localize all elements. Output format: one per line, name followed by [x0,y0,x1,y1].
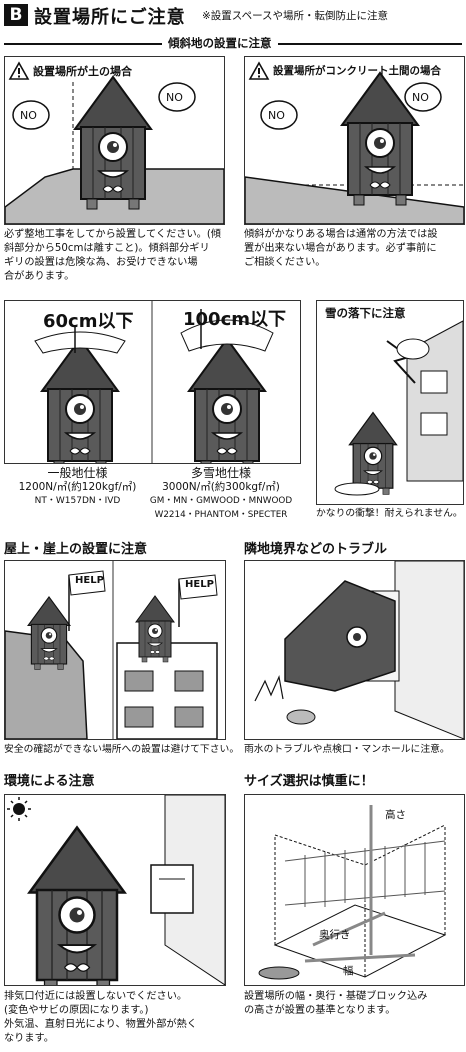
neighbor-section-title: 隣地境界などのトラブル [244,542,388,557]
slope-section-title: 傾斜地の設置に注意 [162,35,278,51]
shed-icon [188,338,266,463]
height-label: 高さ [385,809,406,821]
sun-icon [7,797,31,821]
size-section-title: サイズ選択は慎重に！ [244,774,374,789]
roof-caption: 安全の確認ができない場所への設置は避けて下さい。 [4,744,240,755]
normal-spec: 一般地仕様 1200N/㎡(約120kgf/㎡) NT・W157DN・IVD [18,466,137,506]
width-label: 幅 [343,965,354,977]
page-note: ※設置スペースや場所・転倒防止に注意 [202,10,389,22]
manhole-icon [258,966,300,980]
slope-soil-panel: 設置場所が土の場合 NO NO [4,56,225,225]
manhole-icon [286,709,316,725]
panel-title: 設置場所がコンクリート土間の場合 [273,65,441,77]
neighbor-panel [244,560,465,740]
environment-panel [4,794,226,986]
width-arrow [304,953,416,963]
roof-section-title: 屋上・崖上の設置に注意 [4,542,148,557]
environment-section-title: 環境による注意 [4,774,95,789]
shed-icon [74,76,152,210]
size-caption: 設置場所の幅・奥行・基礎ブロック込み の高さが設置の基準となります。 [244,991,428,1016]
bubble-text: NO [166,91,183,104]
depth-arrow [312,911,386,947]
exhaust-vent-icon [150,864,194,914]
shed-icon [27,596,71,671]
page-title: 設置場所にご注意 [34,7,186,28]
falling-snow-caption: かなりの衝撃！耐えられません。 [316,508,463,519]
help-flag-text: HELP [185,579,214,590]
falling-snow-panel: 雪の落下に注意 [316,300,464,505]
slope-concrete-caption: 傾斜がかなりある場合は通常の方法では設 置が出来ない場合があります。必ず事前に … [244,229,438,268]
slope-soil-caption: 必ず整地工事をしてから設置してください。(傾 斜部分から50cmは離すこと)。傾… [4,229,221,282]
panel-title: 設置場所が土の場合 [33,65,132,78]
warning-icon [249,62,269,80]
bubble-text: NO [268,109,285,122]
shed-icon [41,338,119,463]
neighbor-caption: 雨水のトラブルや点検口・マンホールに注意。 [244,744,450,755]
environment-caption: 排気口付近には設置しないでください。 (変色やサビの原因になります。) 外気温、… [4,991,197,1044]
section-badge: B [4,4,28,26]
heavy-snow-spec: 多雪地仕様 3000N/㎡(約300kgf/㎡) GM・MN・GMWOOD・MN… [149,466,293,520]
help-flag-text: HELP [75,575,104,586]
snow-height-label: 100cm以下 [183,309,286,330]
roof-panel: HELP HELP [4,560,226,740]
snow-load-panel: 60cm以下 100cm以下 [4,300,301,464]
panel-title: 雪の落下に注意 [325,306,406,320]
shed-icon [348,411,398,496]
bubble-text: NO [20,109,37,122]
snow-height-label: 60cm以下 [43,311,134,332]
size-panel: 高さ 奥行き 幅 [244,794,465,986]
slope-concrete-panel: 設置場所がコンクリート土間の場合 NO NO [244,56,465,225]
shed-icon [28,826,126,985]
bubble-text: NO [412,91,429,104]
depth-label: 奥行き [319,929,351,941]
warning-icon [9,62,29,80]
shed-icon [135,595,175,663]
